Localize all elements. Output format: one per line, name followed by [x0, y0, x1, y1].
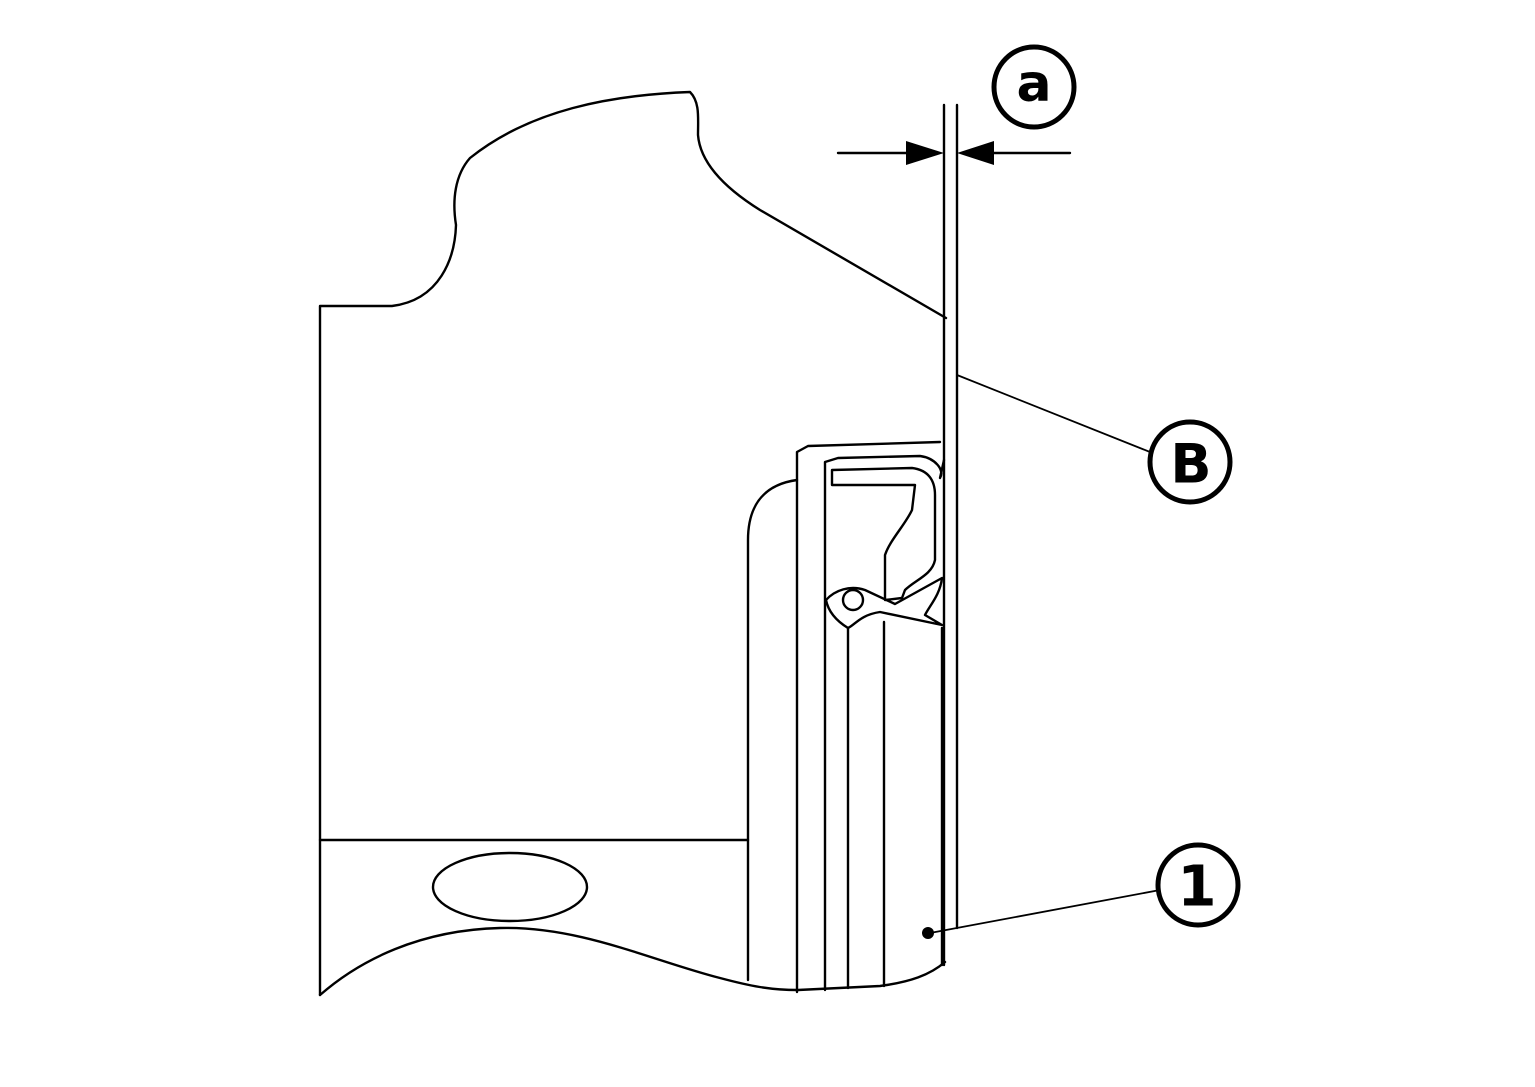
seal-lip: [824, 576, 944, 630]
callout-a: a: [991, 44, 1077, 130]
callout-a-label: a: [1016, 54, 1051, 114]
seal-inner-case: [823, 454, 946, 992]
callout-b: B: [1147, 419, 1233, 505]
callout-1: 1: [1155, 842, 1241, 928]
seal-metal-insert: [830, 466, 937, 602]
housing-break-line: [318, 926, 947, 997]
leader-line-b: [956, 374, 1151, 453]
seal-garter-spring: [841, 588, 865, 612]
callout-1-label: 1: [1178, 855, 1217, 920]
housing-outline: [318, 90, 948, 997]
leader-dot-1: [922, 927, 934, 939]
housing-hole: [431, 851, 589, 923]
leader-line-1: [929, 889, 1161, 934]
dimension-arrow-right: [957, 141, 994, 165]
callout-b-label: B: [1170, 433, 1211, 496]
seal-outer-case: [795, 440, 942, 994]
dimension-arrow-left: [906, 141, 944, 165]
seal-housing-recess: [746, 478, 799, 982]
